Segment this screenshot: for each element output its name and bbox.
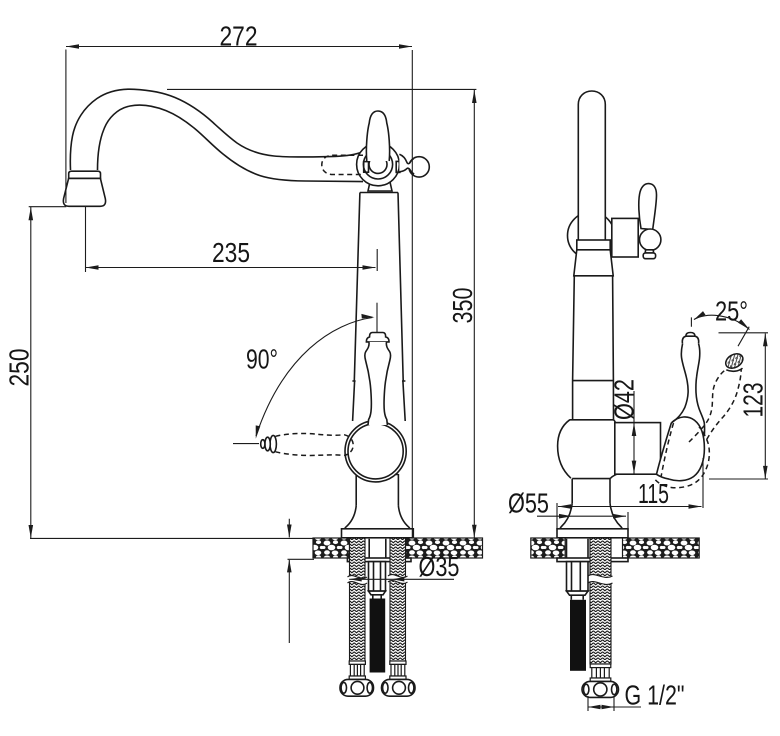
- svg-text:G 1/2": G 1/2": [625, 680, 685, 711]
- svg-text:Ø35: Ø35: [419, 551, 460, 582]
- svg-text:Ø55: Ø55: [508, 488, 549, 519]
- svg-text:123: 123: [738, 383, 769, 418]
- svg-text:25°: 25°: [715, 296, 748, 327]
- svg-text:235: 235: [212, 237, 250, 268]
- svg-text:115: 115: [638, 478, 669, 509]
- svg-text:250: 250: [4, 349, 35, 387]
- svg-text:90°: 90°: [246, 344, 278, 375]
- svg-text:272: 272: [220, 21, 258, 52]
- svg-text:Ø42: Ø42: [609, 379, 640, 420]
- svg-text:350: 350: [447, 288, 478, 324]
